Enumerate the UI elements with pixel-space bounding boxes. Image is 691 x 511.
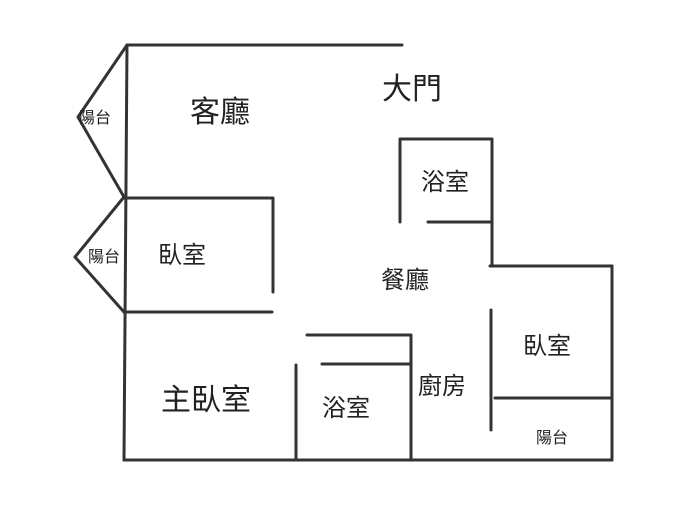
bathroom-bottom-label: 浴室 <box>322 394 370 422</box>
master-bedroom-label: 主臥室 <box>161 383 251 418</box>
kitchen-label: 廚房 <box>418 372 466 400</box>
main-door-label: 大門 <box>382 72 442 107</box>
bedroom-right-label: 臥室 <box>523 332 571 360</box>
wall-left-bedroom <box>122 196 275 294</box>
dining-room-label: 餐廳 <box>381 266 429 294</box>
balcony-middle-left-outline <box>73 195 126 314</box>
wall-bathroom-bottom-top <box>305 333 413 462</box>
balcony-top-left-outline <box>76 43 129 199</box>
balcony-bottom-right-label: 陽台 <box>536 428 569 447</box>
wall-bathroom-top <box>398 137 494 268</box>
bedroom-left-label: 臥室 <box>158 241 206 269</box>
wall-left <box>122 43 129 462</box>
balcony-middle-left-label: 陽台 <box>88 247 121 266</box>
balcony-top-left-label: 陽台 <box>79 108 112 127</box>
living-room-label: 客廳 <box>190 95 250 130</box>
bathroom-top-label: 浴室 <box>421 168 469 196</box>
